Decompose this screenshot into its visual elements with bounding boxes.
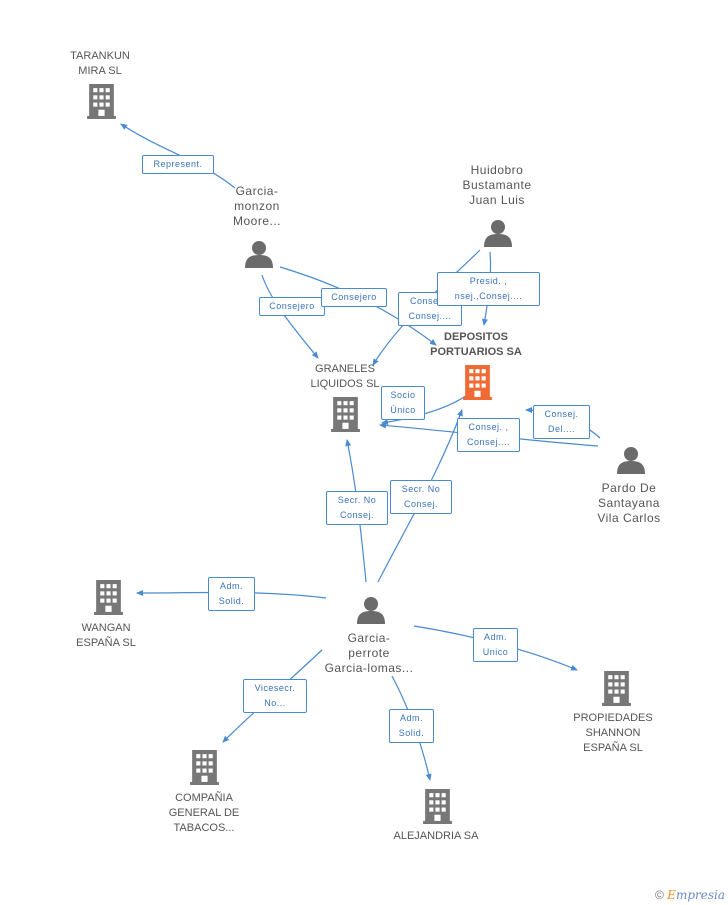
edge-label-secr-no-consej[interactable]: Secr. No Consej. xyxy=(390,480,452,514)
edge-label-adm-solid[interactable]: Adm. Solid. xyxy=(208,577,255,611)
edge-label-represent[interactable]: Represent. xyxy=(142,155,214,174)
copyright-symbol: © xyxy=(654,888,664,902)
node-label-garcia-monzon[interactable]: Garcia- monzon Moore... xyxy=(232,184,281,228)
edge-garcia-monzon-graneles[interactable] xyxy=(261,274,319,359)
node-label-huidobro[interactable]: Huidobro Bustamante Juan Luis xyxy=(462,163,532,207)
person-icon[interactable] xyxy=(357,597,385,624)
brand-rest: mpresia xyxy=(675,888,725,902)
edge-label-consejero[interactable]: Consejero xyxy=(321,288,387,307)
building-icon[interactable] xyxy=(87,84,116,119)
person-icon[interactable] xyxy=(245,241,273,268)
building-icon[interactable] xyxy=(331,397,360,432)
person-icon[interactable] xyxy=(617,447,645,474)
edge-label-consej-del[interactable]: Consej. Del.... xyxy=(533,405,590,439)
building-icon[interactable] xyxy=(463,365,492,400)
edge-label-adm-unico[interactable]: Adm. Unico xyxy=(473,628,518,662)
building-icon[interactable] xyxy=(602,671,631,706)
edge-label-secr-no-consej[interactable]: Secr. No Consej. xyxy=(326,491,388,525)
edge-label-socio-unico[interactable]: Socio Único xyxy=(381,386,425,420)
building-icon[interactable] xyxy=(423,789,452,824)
building-icon[interactable] xyxy=(94,580,123,615)
node-label-garcia-perrote[interactable]: Garcia- perrote Garcia-lomas... xyxy=(324,631,414,675)
node-label-propiedades[interactable]: PROPIEDADES SHANNON ESPAÑA SL xyxy=(573,712,653,754)
node-label-tarankun[interactable]: TARANKUN MIRA SL xyxy=(70,50,130,77)
brand-e: E xyxy=(667,888,676,902)
building-icon[interactable] xyxy=(190,750,219,785)
footer-brand: © Empresia xyxy=(655,888,725,902)
edge-label-vicesecr[interactable]: Vicesecr. No... xyxy=(243,679,307,713)
node-label-compania[interactable]: COMPAÑIA GENERAL DE TABACOS... xyxy=(168,792,240,834)
node-label-depositos[interactable]: DEPOSITOS PORTUARIOS SA xyxy=(430,331,522,358)
edge-label-consejero[interactable]: Consejero xyxy=(259,297,325,316)
edge-label-adm-solid[interactable]: Adm. Solid. xyxy=(389,709,434,743)
node-label-graneles[interactable]: GRANELES LIQUIDOS SL xyxy=(310,363,380,390)
node-label-wangan[interactable]: WANGAN ESPAÑA SL xyxy=(76,622,136,649)
person-icon[interactable] xyxy=(484,220,512,247)
edge-label-consej-consej[interactable]: Consej. , Consej.... xyxy=(457,418,520,452)
edge-label-presid[interactable]: Presid. , nsej.,Consej.... xyxy=(437,272,540,306)
node-label-pardo[interactable]: Pardo De Santayana Vila Carlos xyxy=(597,481,661,525)
node-label-alejandria[interactable]: ALEJANDRIA SA xyxy=(393,830,479,842)
